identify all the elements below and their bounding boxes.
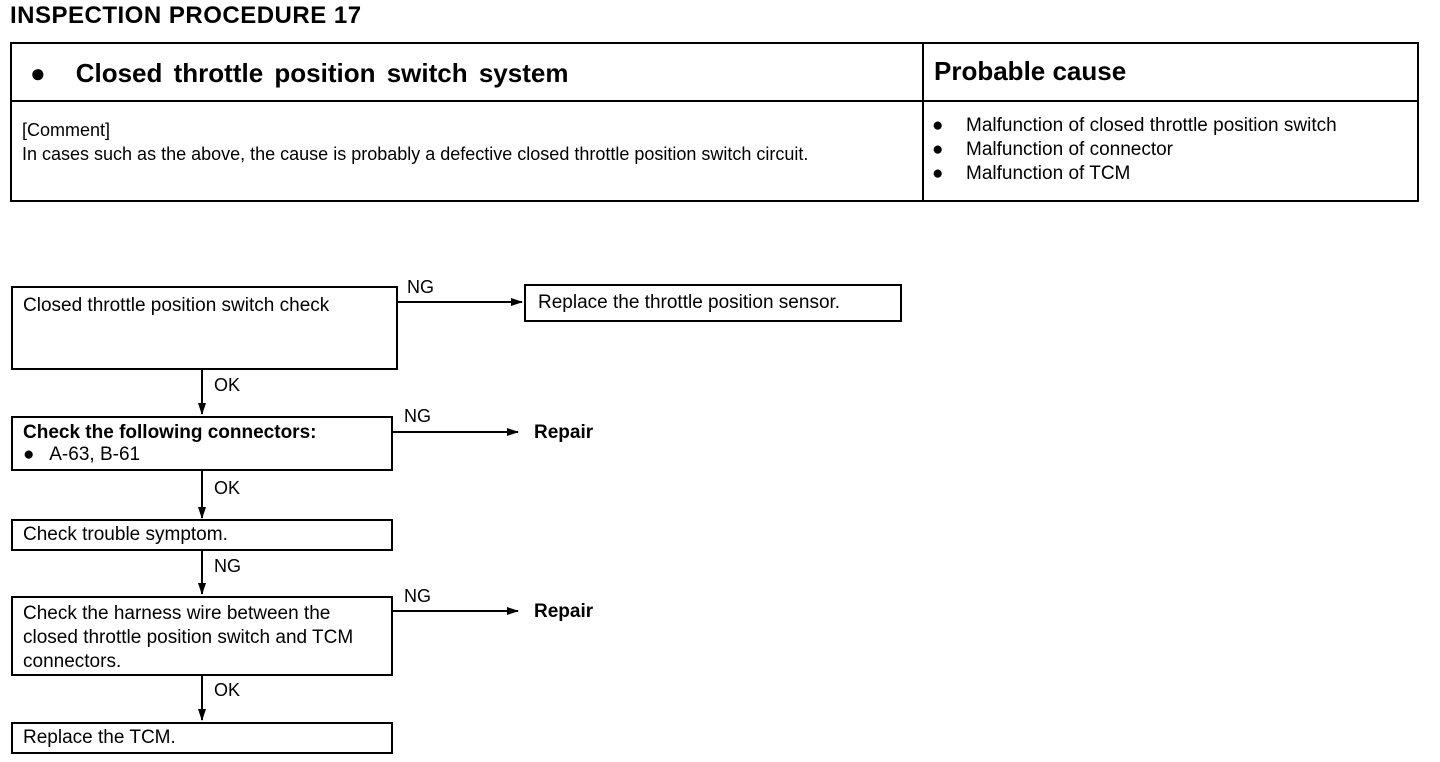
cause-text: Malfunction of TCM (966, 163, 1131, 184)
comment-label: [Comment] (22, 120, 111, 140)
step2-ng-action: Repair (534, 422, 594, 443)
step5-box: Replace the TCM. (11, 722, 393, 754)
comment: [Comment] In cases such as the above, th… (22, 118, 917, 166)
step1-text: Closed throttle position switch check (23, 295, 330, 316)
info-table: ●Closed throttle position switch system … (10, 42, 1419, 202)
step3-text: Check trouble symptom. (23, 524, 228, 545)
step1-ng-action-box: Replace the throttle position sensor. (524, 284, 902, 322)
step1-ok-label: OK (214, 375, 241, 395)
comment-cell: [Comment] In cases such as the above, th… (12, 102, 924, 200)
cause-item: ● Malfunction of connector (932, 138, 1337, 162)
step4-ok-label: OK (214, 680, 241, 700)
step1-ng-action: Replace the throttle position sensor. (538, 292, 841, 313)
system-heading-cell: ● Closed throttle position switch system (12, 44, 924, 102)
step3-ng-label: NG (214, 556, 241, 576)
step2-ok-label: OK (214, 478, 241, 498)
cause-heading-cell: Probable cause (924, 44, 1417, 102)
step3-box: Check trouble symptom. (11, 519, 393, 551)
cause-list-cell: ● Malfunction of closed throttle position… (924, 102, 1417, 200)
step4-box: Check the harness wire between the close… (11, 596, 393, 676)
cause-item: ● Malfunction of TCM (932, 162, 1337, 186)
step4-ng-action: Repair (534, 601, 594, 622)
heading-bullet: ● (30, 58, 46, 88)
cause-list: ● Malfunction of closed throttle position… (932, 114, 1337, 186)
step1-box: Closed throttle position switch check (11, 286, 398, 370)
step2-box: Check the following connectors: ● A-63, … (11, 416, 393, 471)
comment-text: In cases such as the above, the cause is… (22, 144, 809, 164)
cause-text: Malfunction of closed throttle position … (966, 115, 1337, 136)
cause-text: Malfunction of connector (966, 139, 1174, 160)
page-title: INSPECTION PROCEDURE 17 (10, 2, 362, 29)
cause-bullet: ● (932, 115, 944, 136)
step4-ng-label: NG (404, 586, 431, 606)
system-heading-text: Closed throttle position switch system (75, 58, 569, 88)
step4-text: Check the harness wire between the close… (23, 603, 354, 672)
step2-ng-label: NG (404, 406, 431, 426)
cause-bullet: ● (932, 163, 944, 184)
cause-item: ● Malfunction of closed throttle position… (932, 114, 1337, 138)
step5-text: Replace the TCM. (23, 727, 176, 748)
step2-item: ● A-63, B-61 (23, 444, 141, 465)
cause-bullet: ● (932, 139, 944, 160)
step1-ng-label: NG (407, 277, 434, 297)
step2-title: Check the following connectors: (23, 422, 317, 443)
system-heading: ● Closed throttle position switch system (30, 58, 568, 89)
cause-heading: Probable cause (934, 56, 1127, 86)
